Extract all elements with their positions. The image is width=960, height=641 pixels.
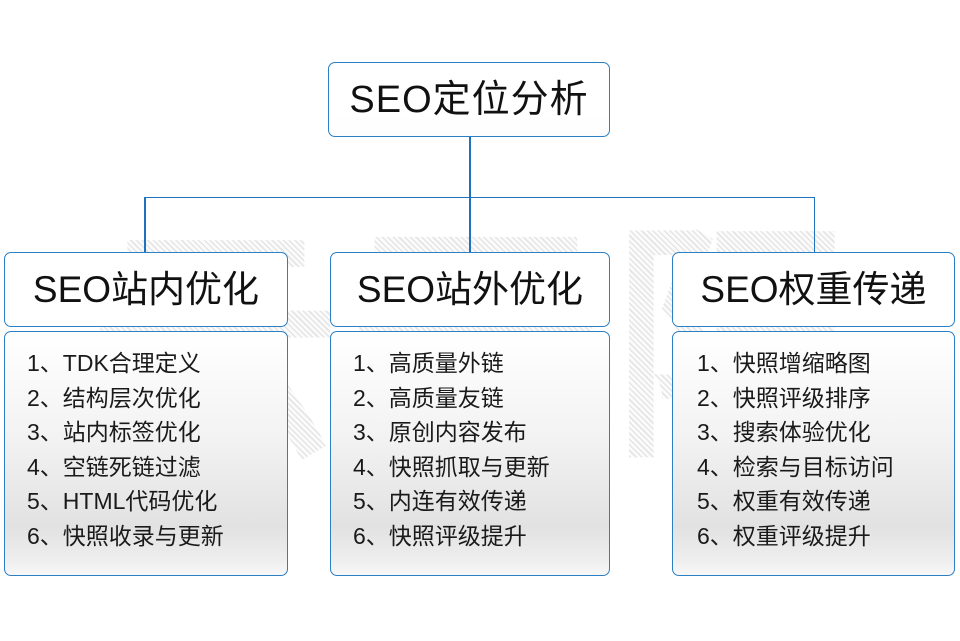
column-header-label: SEO站内优化	[32, 269, 260, 310]
column-header-on-site[interactable]: SEO站内优化	[4, 252, 288, 327]
list-item: 5、权重有效传递	[697, 488, 871, 514]
column-off-site: SEO站外优化 1、高质量外链 2、高质量友链 3、原创内容发布 4、快照抓取与…	[330, 252, 610, 576]
list-item: 4、快照抓取与更新	[353, 453, 550, 480]
list-item: 6、快照收录与更新	[27, 522, 224, 549]
list-item: 1、TDK合理定义	[27, 350, 201, 376]
root-node[interactable]: SEO定位分析	[328, 62, 610, 137]
column-body-off-site: 1、高质量外链 2、高质量友链 3、原创内容发布 4、快照抓取与更新 5、内连有…	[330, 331, 610, 576]
column-header-off-site[interactable]: SEO站外优化	[330, 252, 610, 327]
column-body-weight-transfer: 1、快照增缩略图 2、快照评级排序 3、搜索体验优化 4、检索与目标访问 5、权…	[672, 331, 955, 576]
connector-drop-column-1	[144, 196, 146, 253]
list-item: 1、快照增缩略图	[697, 350, 871, 376]
column-body-on-site: 1、TDK合理定义 2、结构层次优化 3、站内标签优化 4、空链死链过滤 5、H…	[4, 331, 288, 576]
list-item: 4、检索与目标访问	[697, 453, 894, 480]
list-item: 1、高质量外链	[353, 350, 504, 376]
list-item: 2、结构层次优化	[27, 384, 201, 411]
column-header-label: SEO站外优化	[356, 269, 584, 310]
list-item: 3、原创内容发布	[353, 419, 527, 445]
list-item: 5、内连有效传递	[353, 488, 527, 514]
column-header-label: SEO权重传递	[700, 269, 927, 310]
list-item: 5、HTML代码优化	[27, 488, 218, 514]
list-item: 2、快照评级排序	[697, 384, 871, 411]
column-on-site: SEO站内优化 1、TDK合理定义 2、结构层次优化 3、站内标签优化 4、空链…	[4, 252, 288, 576]
connector-drop-column-2	[469, 196, 471, 253]
connector-root-stem	[469, 136, 471, 198]
list-item: 3、搜索体验优化	[697, 419, 871, 445]
column-weight-transfer: SEO权重传递 1、快照增缩略图 2、快照评级排序 3、搜索体验优化 4、检索与…	[672, 252, 955, 576]
list-item: 6、权重评级提升	[697, 522, 871, 549]
column-header-weight-transfer[interactable]: SEO权重传递	[672, 252, 955, 327]
list-item: 3、站内标签优化	[27, 419, 201, 445]
list-item: 6、快照评级提升	[353, 522, 527, 549]
list-item: 2、高质量友链	[353, 384, 504, 411]
connector-horizontal-bus	[144, 196, 815, 199]
list-item: 4、空链死链过滤	[27, 453, 201, 480]
root-node-label: SEO定位分析	[349, 78, 589, 121]
connector-drop-column-3	[813, 196, 816, 253]
